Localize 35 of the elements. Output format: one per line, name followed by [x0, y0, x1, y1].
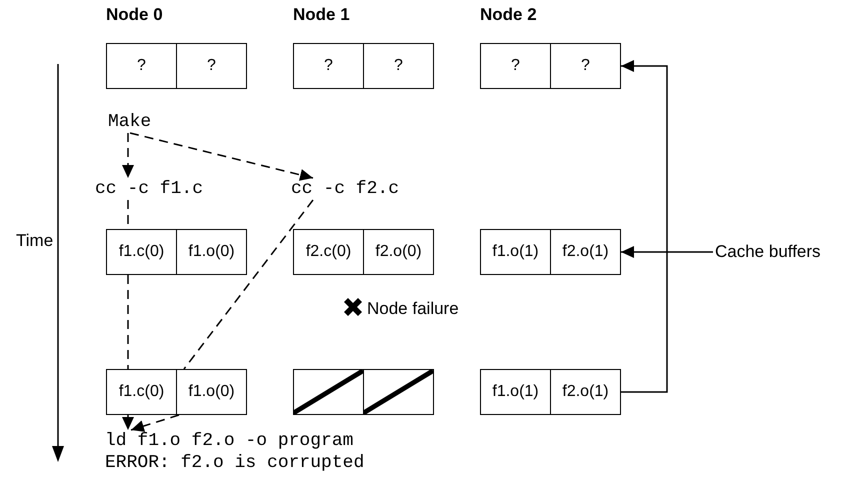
error-message: ERROR: f2.o is corrupted: [105, 452, 364, 474]
axis-label: Time: [16, 230, 54, 252]
cache-cell: ?: [480, 43, 551, 89]
cache-cell: f1.o(0): [176, 229, 247, 275]
dashed-arrow: [122, 133, 134, 178]
cache-cell: f2.o(0): [363, 229, 434, 275]
dashed-arrow: [122, 415, 134, 430]
callout-label: Cache buffers: [715, 241, 821, 263]
cache-cell: f1.c(0): [106, 369, 177, 415]
column-heading: Node 1: [293, 4, 350, 26]
cache-cell: ?: [550, 43, 621, 89]
cache-cell: f2.o(1): [550, 369, 621, 415]
failed-cache-cell: [293, 369, 364, 415]
dashed-arrow: [130, 132, 314, 181]
failed-cache-cell: [363, 369, 434, 415]
command-text: ld f1.o f2.o -o program: [105, 430, 354, 452]
cache-cell: ?: [363, 43, 434, 89]
dashed-arrow: [130, 414, 180, 432]
column-heading: Node 0: [106, 4, 163, 26]
command-text: cc -c f2.c: [291, 178, 400, 200]
cache-cell: f2.o(1): [550, 229, 621, 275]
leader-line: [621, 246, 713, 258]
cache-cell: f1.c(0): [106, 229, 177, 275]
cache-cell: f1.o(1): [480, 229, 551, 275]
process-label: Make: [108, 111, 152, 133]
arrow: [621, 60, 668, 393]
column-heading: Node 2: [480, 4, 537, 26]
annotation-text: Node failure: [367, 298, 459, 320]
cache-cell: f1.o(0): [176, 369, 247, 415]
command-text: cc -c f1.c: [95, 178, 204, 200]
cache-cell: f1.o(1): [480, 369, 551, 415]
cache-cell: ?: [106, 43, 177, 89]
cache-cell: f2.c(0): [293, 229, 364, 275]
cache-cell: ?: [293, 43, 364, 89]
cache-cell: ?: [176, 43, 247, 89]
